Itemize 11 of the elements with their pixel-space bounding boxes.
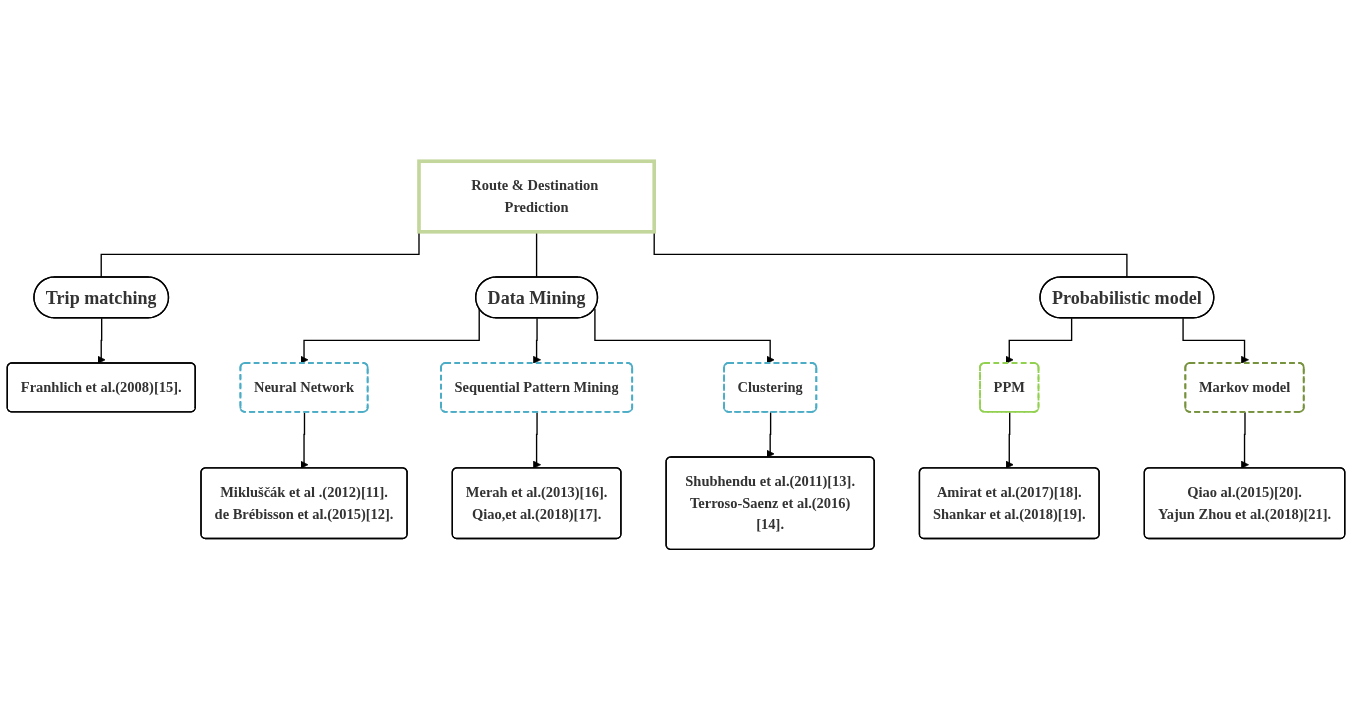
arrow <box>97 317 106 364</box>
arrow <box>766 411 775 459</box>
node-box: Route & Destination Prediction <box>417 159 656 234</box>
arrow <box>1005 317 1073 364</box>
arrow <box>533 411 541 469</box>
arrow <box>594 308 775 364</box>
arrow <box>300 411 309 469</box>
arrow <box>1005 411 1014 469</box>
arrow <box>1240 411 1249 469</box>
arrow <box>1182 317 1249 364</box>
arrow <box>533 317 541 364</box>
